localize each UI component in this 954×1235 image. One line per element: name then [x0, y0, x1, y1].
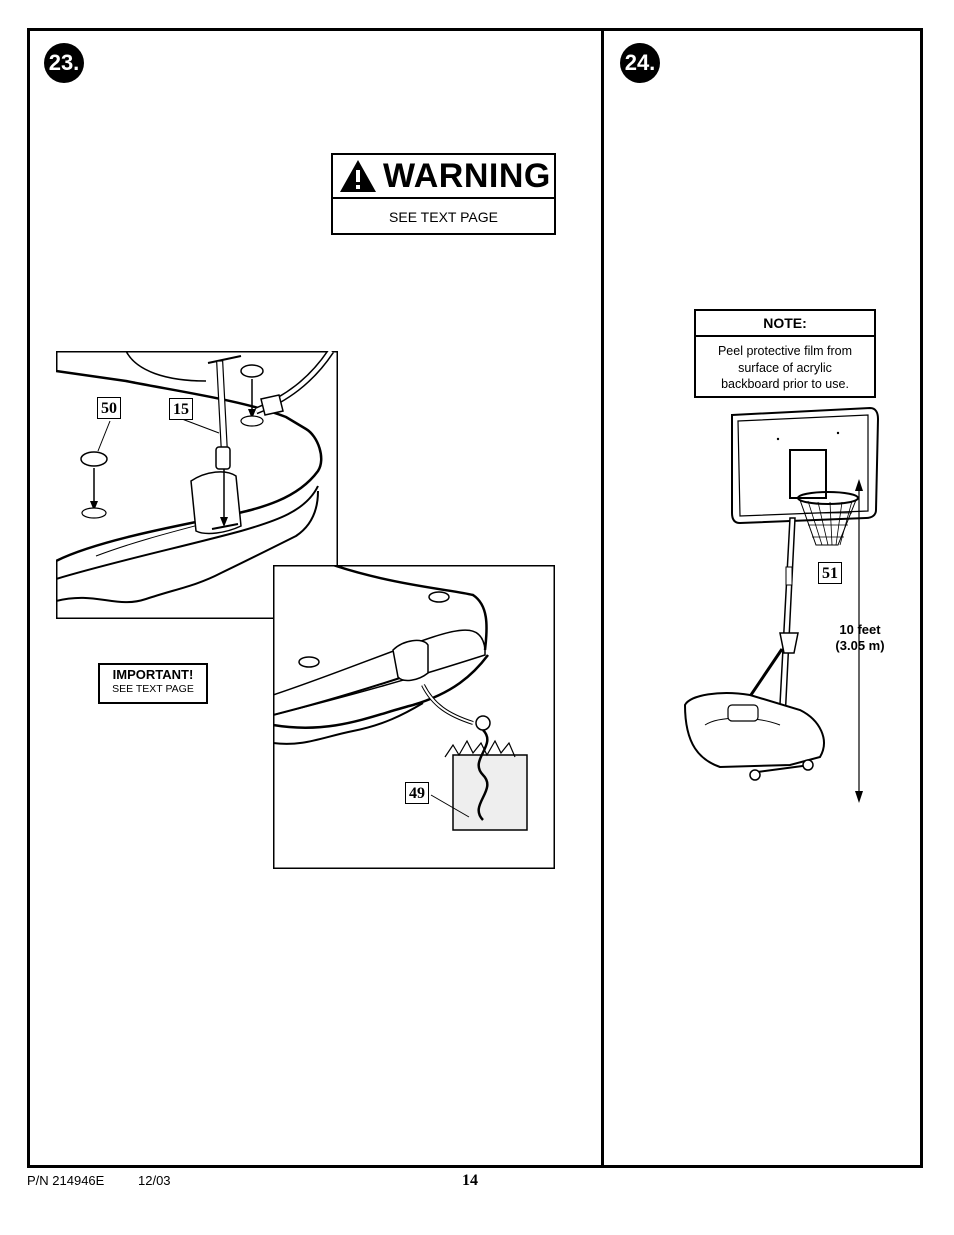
note-body: Peel protective film from surface of acr… [696, 337, 874, 393]
note-title: NOTE: [696, 311, 874, 337]
warning-subtitle: SEE TEXT PAGE [389, 209, 498, 225]
callout-15: 15 [169, 398, 193, 420]
callout-51: 51 [818, 562, 842, 584]
page-number: 14 [462, 1172, 478, 1189]
important-title: IMPORTANT! [112, 667, 194, 682]
basketball-system-illustration [683, 406, 880, 803]
height-label: 10 feet (3.05 m) [822, 622, 898, 654]
ground-stake-illustration [273, 565, 555, 869]
warning-header: WARNING [333, 155, 554, 199]
callout-49: 49 [405, 782, 429, 804]
warning-box: WARNING SEE TEXT PAGE [331, 153, 556, 235]
important-subtitle: SEE TEXT PAGE [112, 683, 194, 695]
note-line: backboard prior to use. [721, 377, 849, 391]
footer-date: 12/03 [138, 1173, 171, 1188]
callout-50: 50 [97, 397, 121, 419]
height-metric: (3.05 m) [835, 638, 885, 653]
height-imperial: 10 feet [839, 622, 881, 637]
step-23-badge: 23. [44, 43, 84, 83]
important-box: IMPORTANT! SEE TEXT PAGE [98, 663, 208, 704]
note-line: surface of acrylic [738, 360, 832, 375]
warning-title: WARNING [383, 156, 551, 195]
footer-part-number: P/N 214946E [27, 1173, 105, 1188]
note-box: NOTE: Peel protective film from surface … [694, 309, 876, 398]
step-24-badge: 24. [620, 43, 660, 83]
note-line: Peel protective film from [717, 344, 853, 358]
page-frame [27, 28, 923, 1168]
column-divider [601, 28, 604, 1168]
warning-triangle-icon [340, 160, 376, 192]
